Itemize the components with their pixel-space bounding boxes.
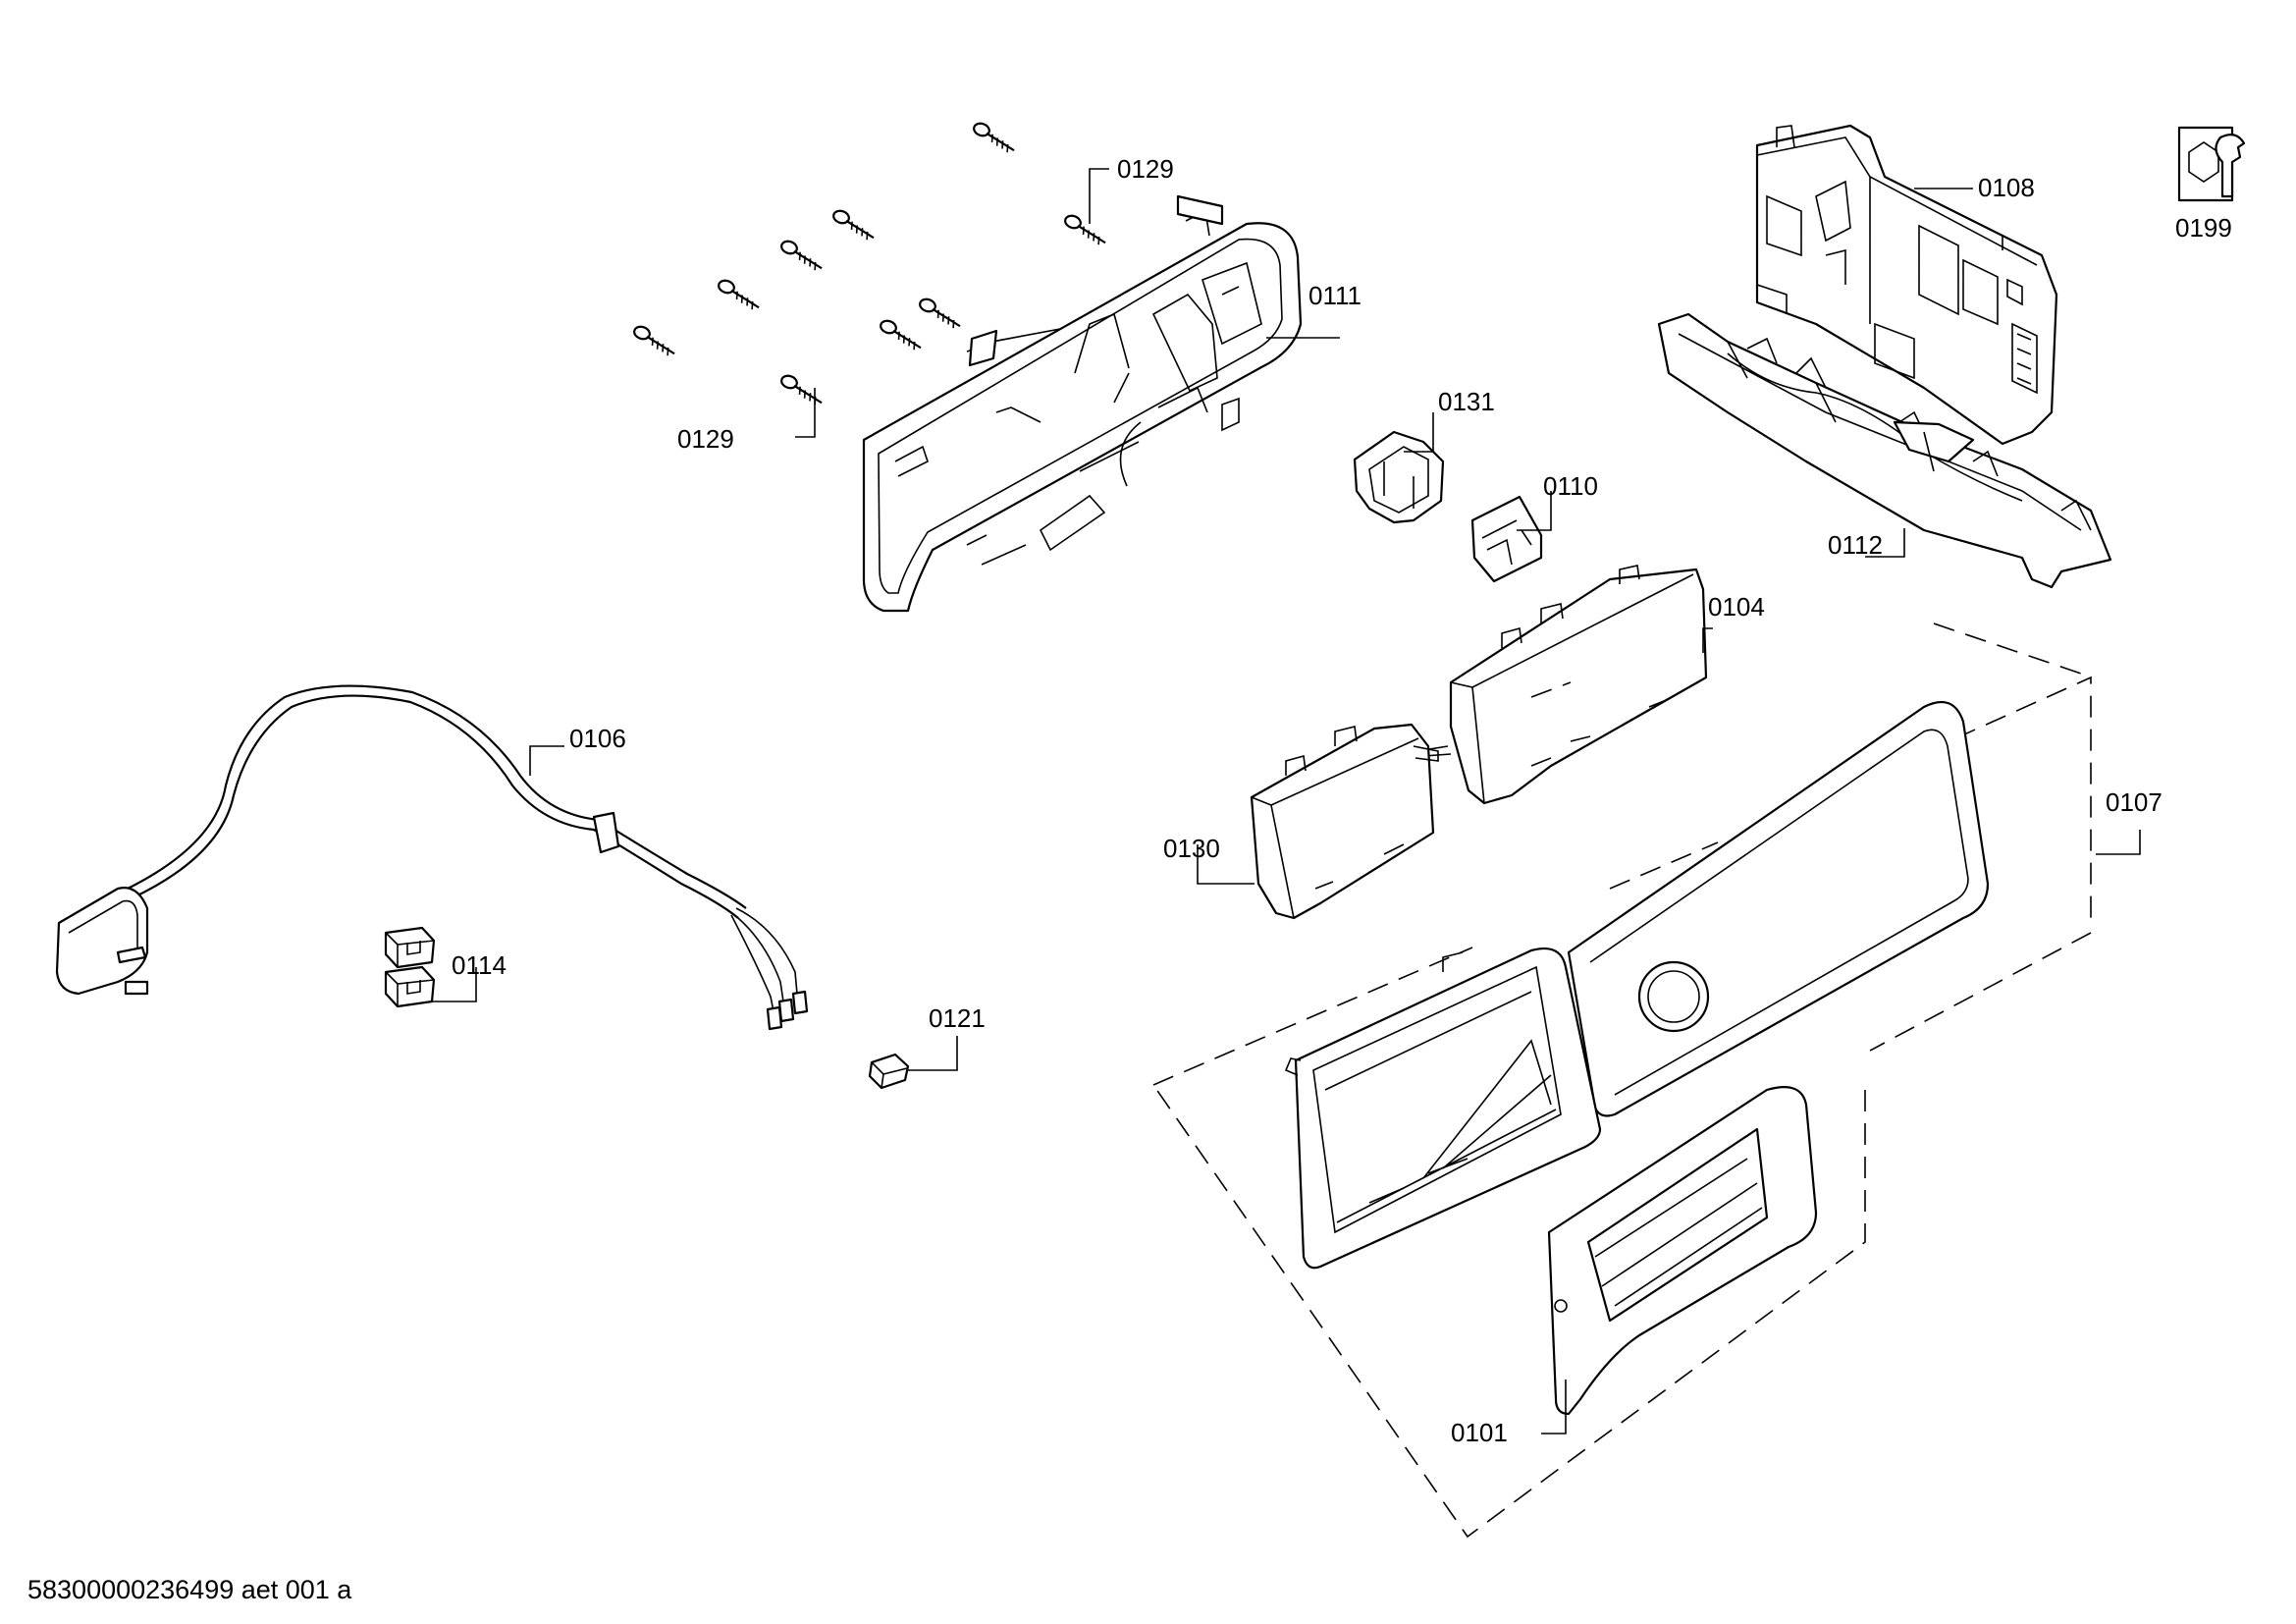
screw — [880, 319, 922, 351]
label-0129-top: 0129 — [1117, 154, 1174, 184]
part-0107-fascia — [1284, 700, 1990, 1270]
label-0110: 0110 — [1543, 471, 1598, 501]
label-0104: 0104 — [1708, 592, 1765, 622]
label-0199: 0199 — [2175, 213, 2232, 243]
label-0101: 0101 — [1451, 1418, 1508, 1447]
part-0130-display-board — [1250, 723, 1439, 920]
part-0104-display-board — [1422, 565, 1708, 805]
label-0107: 0107 — [2106, 787, 2163, 817]
part-labels: 0129 0129 0111 0108 0199 0131 0110 0112 … — [452, 154, 2232, 1447]
part-0110-small-board — [1470, 495, 1543, 583]
screw — [780, 374, 823, 406]
label-0114: 0114 — [452, 950, 507, 980]
label-0121: 0121 — [929, 1003, 986, 1033]
part-0101-dispenser-drawer — [1547, 1086, 1818, 1416]
screw — [633, 325, 675, 356]
drawing-reference-number: 58300000236499 aet 001 a — [27, 1575, 352, 1604]
part-0114-clips — [384, 926, 436, 1008]
screw — [1064, 214, 1106, 245]
part-0106-mains-cable — [55, 684, 809, 1031]
label-0108: 0108 — [1978, 173, 2035, 202]
part-0131-module — [1353, 430, 1445, 524]
screw — [780, 240, 823, 271]
screw-group — [633, 122, 1106, 406]
part-0111-panel-frame — [862, 194, 1303, 613]
label-0130: 0130 — [1163, 834, 1220, 863]
leader-lines — [432, 168, 2141, 1435]
part-0112-cable-holder — [1657, 312, 2112, 589]
label-0112: 0112 — [1828, 530, 1883, 560]
label-0129-bottom: 0129 — [677, 424, 734, 454]
label-0111: 0111 — [1308, 281, 1362, 310]
part-0108-electronic-module — [1755, 124, 2058, 446]
part-0199-service-tool-icon — [2177, 126, 2246, 202]
screw — [718, 279, 760, 310]
part-0121-clip — [868, 1053, 910, 1090]
part-0107-assembly-outline — [1152, 623, 2092, 1539]
screw — [919, 298, 961, 329]
screw — [832, 209, 875, 241]
screw — [973, 122, 1015, 153]
label-0106: 0106 — [569, 724, 626, 753]
label-0131: 0131 — [1438, 387, 1495, 416]
